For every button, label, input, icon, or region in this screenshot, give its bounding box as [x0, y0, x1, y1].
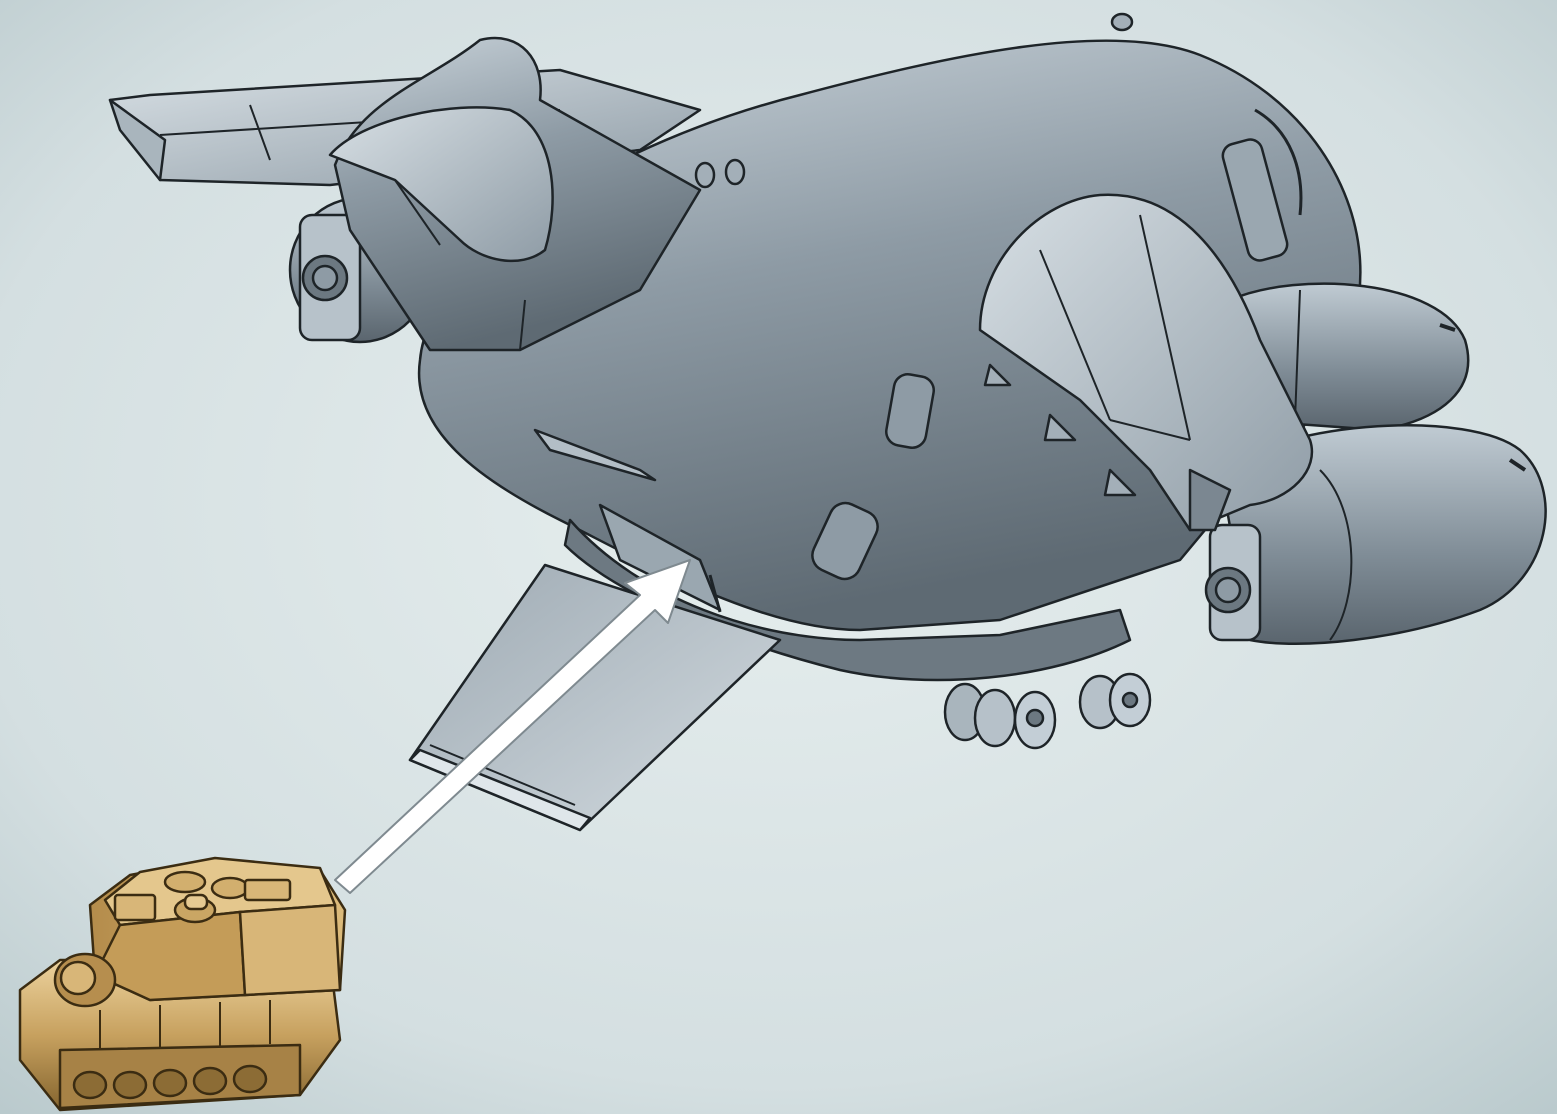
tank-hatch-1 [165, 872, 205, 892]
tank-rear-box [245, 880, 290, 900]
tank-cupola-top [185, 895, 207, 909]
tank-stowage-box [115, 895, 155, 920]
tank-hatch-2 [212, 878, 248, 898]
tank-turret-rear [240, 905, 340, 995]
tank-gun-barrel [61, 962, 95, 994]
top-antenna-1 [696, 163, 714, 187]
top-antenna-3 [1112, 14, 1132, 30]
top-antenna-2 [726, 160, 744, 184]
